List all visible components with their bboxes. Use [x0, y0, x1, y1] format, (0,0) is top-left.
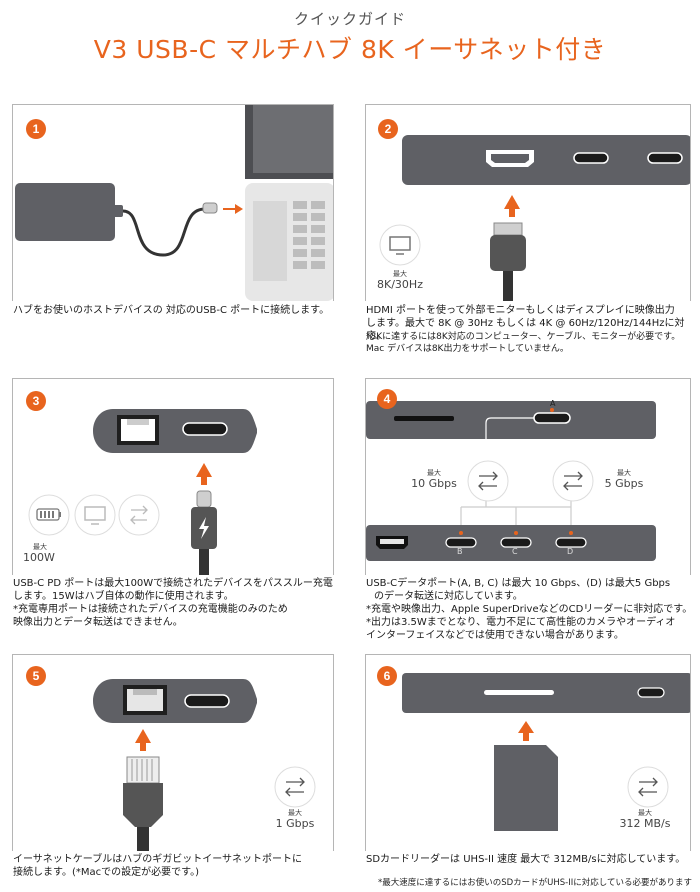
step-6-panel: 6 最大 312 MB/s: [365, 654, 691, 851]
step-4-illustration: [366, 401, 656, 561]
step-5-spec: 最大 1 Gbps: [275, 809, 315, 830]
sd-footnote: *最大速度に達するにはお使いのSDカードがUHS-IIに対応している必要がありま…: [377, 878, 692, 888]
step-5-caption: イーサネットケーブルはハブのギガビットイーサネットポートに 接続します。(*Ma…: [13, 854, 302, 878]
step-6-illustration: [402, 673, 690, 831]
step-2-notes: *8Kに達するには8K対応のコンピューター、ケーブル、モニターが必要です。 Ma…: [366, 332, 681, 354]
step-6-caption: SDカードリーダーは UHS-II 速度 最大で 312MB/sに対応しています…: [366, 854, 686, 865]
step-1-badge: 1: [26, 119, 46, 139]
step-5-badge: 5: [26, 666, 46, 686]
step-2-caption: HDMI ポートを使って外部モニターもしくはディスプレイに映像出力 します。最大…: [366, 305, 685, 342]
page-title: V3 USB-C マルチハブ 8K イーサネット付き: [93, 35, 607, 64]
guide-subtitle: クイックガイド: [293, 10, 406, 28]
step-1-panel: 1: [12, 104, 334, 301]
step-6-spec: 最大 312 MB/s: [619, 809, 671, 830]
step-1-caption: ハブをお使いのホストデバイスの 対応のUSB-C ポートに接続します。: [13, 305, 330, 316]
step-1-illustration: [15, 105, 333, 301]
step-4-panel: 4 A B C D 最大 10 Gbps 最大 5 Gbps: [365, 378, 691, 575]
step-3-panel: 3 最大 100W: [12, 378, 334, 575]
port-label-d: D: [567, 547, 574, 556]
step-3-illustration: [28, 409, 257, 575]
step-2-illustration: [379, 135, 690, 301]
port-label-c: C: [512, 547, 518, 556]
step-3-spec: 最大 100W: [23, 543, 55, 564]
step-5-panel: 5 最大 1 Gbps: [12, 654, 334, 851]
step-2-badge: 2: [378, 119, 398, 139]
step-4-spec-left: 最大 10 Gbps: [411, 469, 457, 490]
step-4-badge: 4: [377, 389, 397, 409]
step-5-illustration: [93, 679, 316, 851]
step-4-caption: USB-Cデータポート(A, B, C) は最大 10 Gbps、(D) は最大…: [366, 578, 693, 641]
step-6-badge: 6: [377, 666, 397, 686]
port-label-b: B: [457, 547, 463, 556]
port-label-a: A: [550, 399, 556, 408]
step-2-spec: 最大 8K/30Hz: [377, 270, 423, 291]
step-3-badge: 3: [26, 391, 46, 411]
step-3-caption: USB-C PD ポートは最大100Wで接続されたデバイスをパススルー充電 しま…: [13, 578, 333, 628]
step-4-spec-right: 最大 5 Gbps: [604, 469, 644, 490]
step-2-panel: 2 最大 8K/30Hz: [365, 104, 691, 301]
